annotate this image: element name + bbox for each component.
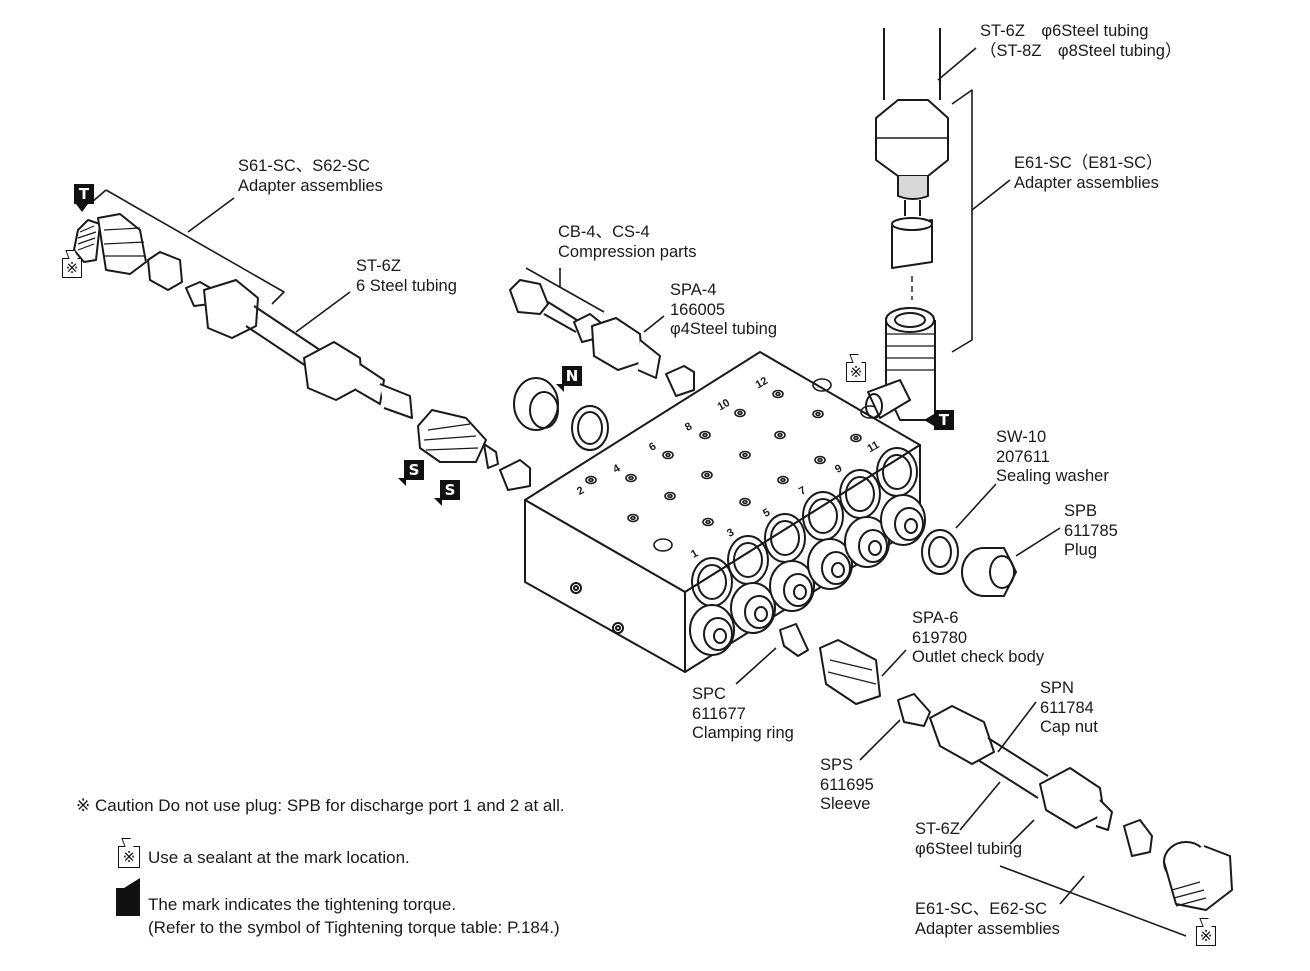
torque-mark-t-right: T — [924, 410, 954, 430]
distributor-block — [524, 351, 926, 673]
label-st6z-left: ST-6Z 6 Steel tubing — [356, 257, 457, 295]
torque-mark-s-2: S — [434, 480, 460, 506]
outlet-check-body — [769, 560, 815, 612]
top-tubing-assembly — [865, 28, 949, 421]
legend-sealant-icon: ※ — [118, 846, 140, 868]
torque-mark-s-1: S — [398, 460, 424, 486]
sealing-washer-plug — [921, 529, 1017, 597]
leader-lines — [91, 47, 1187, 937]
legend-torque-text: The mark indicates the tightening torque… — [148, 895, 560, 937]
sealant-mark-bottom: ※ — [1196, 926, 1216, 946]
outlet-check-body — [807, 538, 853, 590]
lower-tubing-assembly — [779, 623, 1233, 911]
torque-mark-t-left: T — [74, 184, 94, 212]
label-e61-top: E61-SC（E81-SC）Adapter assemblies — [1014, 154, 1163, 192]
caution-note: ※ Caution Do not use plug: SPB for disch… — [76, 796, 565, 815]
plug-washer-left — [513, 377, 609, 451]
outlet-check-body — [730, 582, 776, 634]
compression-parts — [509, 279, 695, 397]
outlet-check-body — [880, 494, 926, 546]
left-tubing-assembly — [73, 213, 531, 491]
outlet-check-body — [844, 516, 890, 568]
label-st6z-top: ST-6Z φ6Steel tubing（ST-8Z φ8Steel tubin… — [980, 22, 1182, 60]
sealant-mark-left: ※ — [62, 258, 82, 278]
outlet-check-body — [689, 604, 735, 656]
sealant-mark-elbow: ※ — [846, 362, 866, 382]
legend-torque-icon — [116, 878, 140, 916]
torque-mark-n: N — [556, 366, 582, 392]
legend-sealant-text: Use a sealant at the mark location. — [148, 848, 410, 867]
